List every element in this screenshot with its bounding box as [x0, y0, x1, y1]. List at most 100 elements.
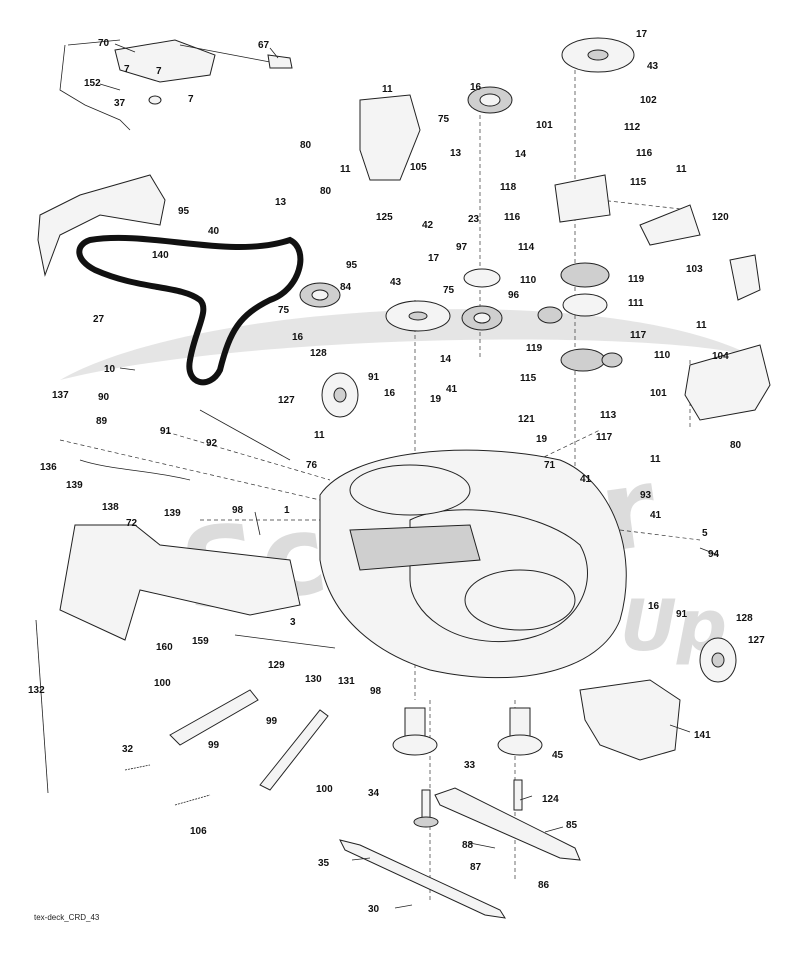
callout: 115	[520, 373, 537, 384]
callout: 16	[648, 601, 660, 612]
callout: 92	[206, 438, 218, 449]
callout: 45	[552, 750, 564, 761]
callout: 100	[154, 678, 171, 689]
callout: 93	[640, 490, 652, 501]
callout: 105	[410, 162, 427, 173]
callout: 87	[470, 862, 482, 873]
callout: 102	[640, 95, 657, 106]
callout: 75	[443, 285, 455, 296]
callout: 30	[368, 904, 380, 915]
callout: 131	[338, 676, 355, 687]
callout: 127	[278, 395, 295, 406]
callout: 111	[628, 298, 644, 309]
callout: 41	[446, 384, 458, 395]
callout: 139	[164, 508, 181, 519]
mower-deck	[319, 449, 627, 679]
gearbox	[537, 174, 701, 372]
callout: 90	[98, 392, 110, 403]
bracket-103	[729, 254, 761, 301]
gauge-wheels	[321, 372, 737, 683]
callout: 89	[96, 416, 108, 427]
callout: 16	[384, 388, 396, 399]
callout: 94	[708, 549, 720, 560]
callout: 33	[464, 760, 476, 771]
callout: 17	[428, 253, 440, 264]
callout: 110	[520, 275, 537, 286]
callout: 120	[712, 212, 729, 223]
callout: 11	[650, 454, 661, 465]
callout: 136	[40, 462, 57, 473]
callout: 34	[368, 788, 380, 799]
leader-lines	[35, 43, 719, 909]
callout: 11	[382, 84, 393, 95]
callout: 152	[84, 78, 101, 89]
callout: 11	[696, 320, 707, 331]
callout: 106	[190, 826, 207, 837]
callout: 7	[156, 66, 162, 77]
callout: 80	[300, 140, 312, 151]
callout: 37	[114, 98, 126, 109]
callout: 71	[544, 460, 556, 471]
callout: 42	[422, 220, 434, 231]
callout: 91	[368, 372, 380, 383]
callout: 14	[515, 149, 527, 160]
callout: 41	[580, 474, 592, 485]
callout: 80	[320, 186, 332, 197]
callout: 86	[538, 880, 550, 891]
callout: 10	[104, 364, 116, 375]
callout: 35	[318, 858, 330, 869]
lift-links	[79, 409, 336, 806]
callout: 19	[536, 434, 548, 445]
callout: 114	[518, 242, 535, 253]
callout: 103	[686, 264, 703, 275]
callout: 124	[542, 794, 559, 805]
callout: 116	[504, 212, 521, 223]
callout: 13	[275, 197, 287, 208]
callout: 128	[310, 348, 327, 359]
callout: 14	[440, 354, 452, 365]
callout: 70	[98, 38, 110, 49]
callout: 113	[600, 410, 617, 421]
callout: 16	[292, 332, 304, 343]
callout: 117	[596, 432, 613, 443]
callout: 75	[278, 305, 290, 316]
idler-pulleys	[299, 86, 513, 331]
callout: 137	[52, 390, 69, 401]
callout: 128	[736, 613, 753, 624]
callout: 80	[730, 440, 742, 451]
callout: 129	[268, 660, 285, 671]
lift-linkage	[59, 39, 293, 131]
baffle	[579, 679, 681, 761]
callout: 159	[192, 636, 209, 647]
callout: 76	[306, 460, 318, 471]
callout: 104	[712, 351, 729, 362]
callout: 99	[208, 740, 220, 751]
callout: 19	[430, 394, 442, 405]
callout: 132	[28, 685, 45, 696]
callout: 95	[346, 260, 358, 271]
callout: 116	[636, 148, 653, 159]
callout: 130	[305, 674, 322, 685]
callout: 27	[93, 314, 105, 325]
callout: 43	[390, 277, 402, 288]
callout: 17	[636, 29, 648, 40]
belt-cover	[37, 174, 166, 277]
blades	[339, 787, 581, 919]
callout: 72	[126, 518, 138, 529]
callout: 139	[66, 480, 83, 491]
callout: 88	[462, 840, 474, 851]
spindles	[392, 707, 543, 828]
callout: 110	[654, 350, 671, 361]
callout: 85	[566, 820, 578, 831]
right-cover	[684, 344, 771, 421]
callout: 75	[438, 114, 450, 125]
callout: 11	[676, 164, 687, 175]
callout: 119	[526, 343, 543, 354]
callout: 16	[470, 82, 482, 93]
callout: 43	[647, 61, 659, 72]
diagram-caption: tex-deck_CRD_43	[34, 913, 100, 922]
drive-pulleys	[385, 37, 635, 332]
callout: 121	[518, 414, 535, 425]
callout: 91	[160, 426, 172, 437]
